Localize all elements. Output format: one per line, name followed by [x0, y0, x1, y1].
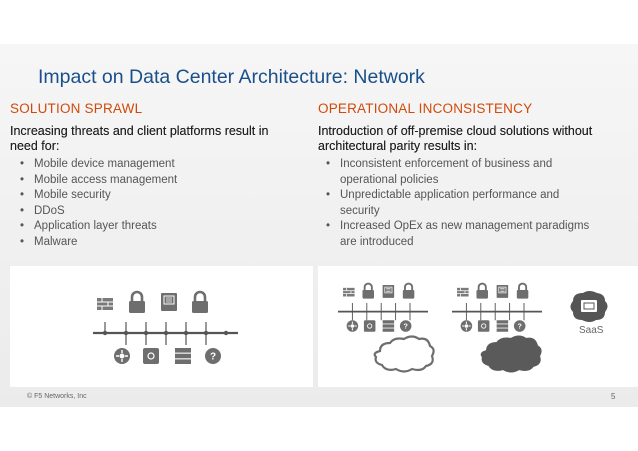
list-item: Mobile device management	[10, 157, 300, 173]
lock-icon	[475, 282, 489, 300]
solution-sprawl-network	[93, 290, 238, 365]
list-item-line: Inconsistent enforcement of business and	[340, 158, 553, 170]
list-item-line: Increased OpEx as new management paradig…	[340, 220, 590, 232]
lock-icon	[401, 282, 416, 300]
list-item: Application layer threats	[10, 219, 300, 235]
server-icon	[382, 284, 395, 299]
cloud-filled-icon	[480, 335, 542, 373]
device-icon	[142, 347, 160, 365]
server-stack-icon	[496, 320, 509, 332]
list-item: Mobile access management	[10, 173, 300, 189]
lock-icon	[515, 282, 530, 300]
cloud-outline-icon	[373, 335, 435, 373]
lock-icon	[190, 290, 210, 315]
help-icon	[205, 348, 221, 364]
list-item: Unpredictable application performance an…	[318, 188, 618, 219]
solution-sprawl-diagram-card	[10, 266, 313, 387]
list-item-line: security	[340, 204, 380, 217]
section-intro: Increasing threats and client platforms …	[10, 124, 300, 154]
list-item: Increased OpEx as new management paradig…	[318, 219, 618, 250]
bullet-list: Inconsistent enforcement of business and…	[318, 157, 618, 250]
device-icon	[363, 319, 376, 333]
bullet-list: Mobile device management Mobile access m…	[10, 157, 300, 250]
solution-sprawl-section: SOLUTION SPRAWL Increasing threats and c…	[10, 101, 300, 250]
help-icon	[399, 320, 412, 332]
list-item: Inconsistent enforcement of business and…	[318, 157, 618, 188]
lock-icon	[361, 282, 375, 300]
intro-line: Increasing threats and client platforms …	[10, 124, 269, 138]
firewall-icon	[96, 297, 114, 311]
saas-label: SaaS	[579, 325, 604, 336]
server-icon	[496, 284, 509, 299]
lock-icon	[127, 290, 147, 315]
saas-cloud-icon	[570, 291, 608, 322]
copyright-footer: © F5 Networks, Inc	[27, 393, 87, 400]
list-item-line: Unpredictable application performance an…	[340, 189, 560, 201]
server-stack-icon	[175, 348, 191, 364]
intro-line: Introduction of off-premise cloud soluti…	[318, 124, 593, 138]
intro-line: architectural parity results in:	[318, 139, 478, 153]
list-item: Mobile security	[10, 188, 300, 204]
server-stack-icon	[382, 320, 395, 332]
list-item: Malware	[10, 235, 300, 251]
section-heading: SOLUTION SPRAWL	[10, 101, 143, 116]
page-number: 5	[611, 392, 616, 401]
hub-icon	[113, 347, 131, 365]
firewall-icon	[342, 287, 355, 297]
section-heading: OPERATIONAL INCONSISTENCY	[318, 101, 533, 116]
page-title: Impact on Data Center Architecture: Netw…	[38, 66, 425, 88]
server-icon	[160, 292, 178, 312]
list-item-line: are introduced	[340, 235, 414, 248]
hub-icon	[346, 319, 359, 333]
list-item: DDoS	[10, 204, 300, 220]
firewall-icon	[456, 287, 469, 297]
on-premise-network-1	[338, 282, 428, 333]
on-premise-network-2	[452, 282, 542, 333]
intro-line: need for:	[10, 139, 60, 153]
hub-icon	[460, 319, 473, 333]
help-icon	[513, 320, 526, 332]
list-item-line: operational policies	[340, 173, 439, 186]
section-intro: Introduction of off-premise cloud soluti…	[318, 124, 618, 154]
operational-inconsistency-section: OPERATIONAL INCONSISTENCY Introduction o…	[318, 101, 618, 250]
device-icon	[477, 319, 490, 333]
